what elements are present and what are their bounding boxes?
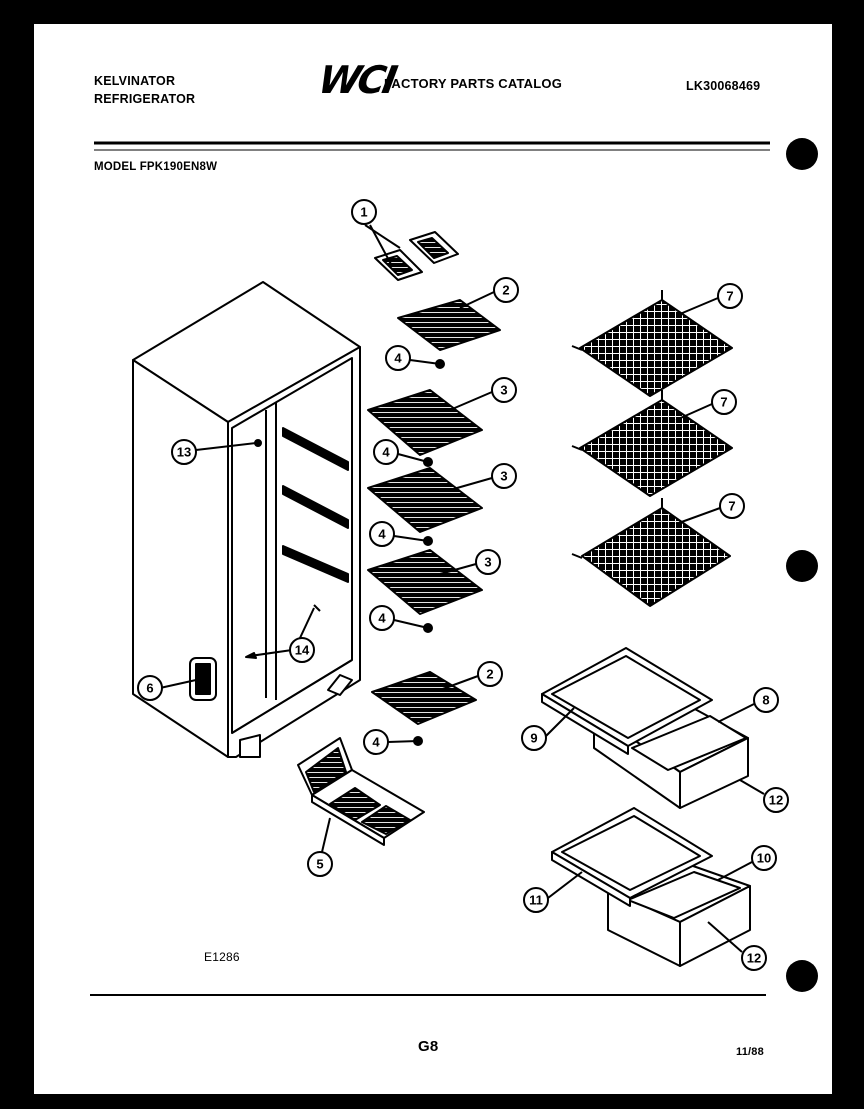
callout-8 xyxy=(753,687,779,713)
part-3-shelf-c xyxy=(367,549,483,615)
callout-7-c xyxy=(719,493,745,519)
callout-label: 14 xyxy=(295,643,310,658)
binder-hole-bottom xyxy=(786,960,818,992)
crisper-drawer-lower xyxy=(551,807,751,967)
callout-label: 13 xyxy=(177,445,191,460)
callout-4-a xyxy=(385,345,411,371)
callout-labels: 1 2 4 3 4 3 4 3 4 2 4 5 6 13 14 7 7 7 8 … xyxy=(146,205,783,966)
callout-5 xyxy=(307,851,333,877)
page-code: G8 xyxy=(418,1038,439,1055)
callout-label: 2 xyxy=(502,283,509,298)
callout-9 xyxy=(521,725,547,751)
callout-label: 7 xyxy=(726,289,733,304)
part-5-kick-plate xyxy=(297,737,425,846)
callout-label: 3 xyxy=(500,469,507,484)
part-2-shelf-lower xyxy=(371,671,477,725)
callout-label: 4 xyxy=(372,735,380,750)
callout-12-a xyxy=(763,787,789,813)
callout-label: 11 xyxy=(529,893,543,908)
callout-label: 8 xyxy=(762,693,769,708)
drawing-code: E1286 xyxy=(204,950,240,964)
callout-6 xyxy=(137,675,163,701)
callout-2-lower xyxy=(477,661,503,687)
callout-14 xyxy=(289,637,315,663)
part-6-light-assembly xyxy=(189,657,217,701)
page-date: 11/88 xyxy=(736,1046,764,1058)
callout-label: 4 xyxy=(378,527,386,542)
binder-hole-top xyxy=(786,138,818,170)
callout-label: 7 xyxy=(720,395,727,410)
callout-label: 4 xyxy=(378,611,386,626)
binder-hole-middle xyxy=(786,550,818,582)
callout-label: 4 xyxy=(394,351,402,366)
crisper-drawer-upper xyxy=(541,647,749,809)
brand-line-1: KELVINATOR xyxy=(94,74,176,88)
callout-label: 2 xyxy=(486,667,493,682)
callout-13 xyxy=(171,439,197,465)
callout-label: 4 xyxy=(382,445,390,460)
part-3-shelf-a xyxy=(367,389,483,456)
callout-label: 1 xyxy=(360,205,367,220)
callout-label: 6 xyxy=(146,681,153,696)
callout-4-c xyxy=(369,521,395,547)
callout-label: 10 xyxy=(757,851,771,866)
callout-label: 12 xyxy=(747,951,761,966)
callout-11 xyxy=(523,887,549,913)
callout-3-b xyxy=(491,463,517,489)
part-7-freezer-shelf-middle xyxy=(571,390,733,497)
catalog-title: FACTORY PARTS CATALOG xyxy=(384,76,563,91)
callout-4-e xyxy=(363,729,389,755)
callouts xyxy=(137,199,789,971)
callout-label: 7 xyxy=(728,499,735,514)
callout-2-upper xyxy=(493,277,519,303)
brand-line-2: REFRIGERATOR xyxy=(94,92,196,106)
callout-3-a xyxy=(491,377,517,403)
callout-7-b xyxy=(711,389,737,415)
callout-label: 12 xyxy=(769,793,783,808)
callout-label: 5 xyxy=(316,857,323,872)
callout-12-b xyxy=(741,945,767,971)
callout-4-d xyxy=(369,605,395,631)
part-7-freezer-shelf-bottom xyxy=(571,498,731,607)
callout-7-a xyxy=(717,283,743,309)
part-7-freezer-shelf-top xyxy=(571,290,733,397)
part-3-shelf-b xyxy=(367,467,483,533)
callout-label: 3 xyxy=(484,555,491,570)
part-2-shelf-upper xyxy=(397,299,501,351)
callout-3-c xyxy=(475,549,501,575)
callout-4-b xyxy=(373,439,399,465)
callout-1 xyxy=(351,199,377,225)
part-14-clip-upper xyxy=(313,604,321,612)
callout-label: 3 xyxy=(500,383,507,398)
model-number: MODEL FPK190EN8W xyxy=(94,161,218,173)
callout-label: 9 xyxy=(530,731,537,746)
catalog-number: LK30068469 xyxy=(686,79,761,93)
callout-10 xyxy=(751,845,777,871)
